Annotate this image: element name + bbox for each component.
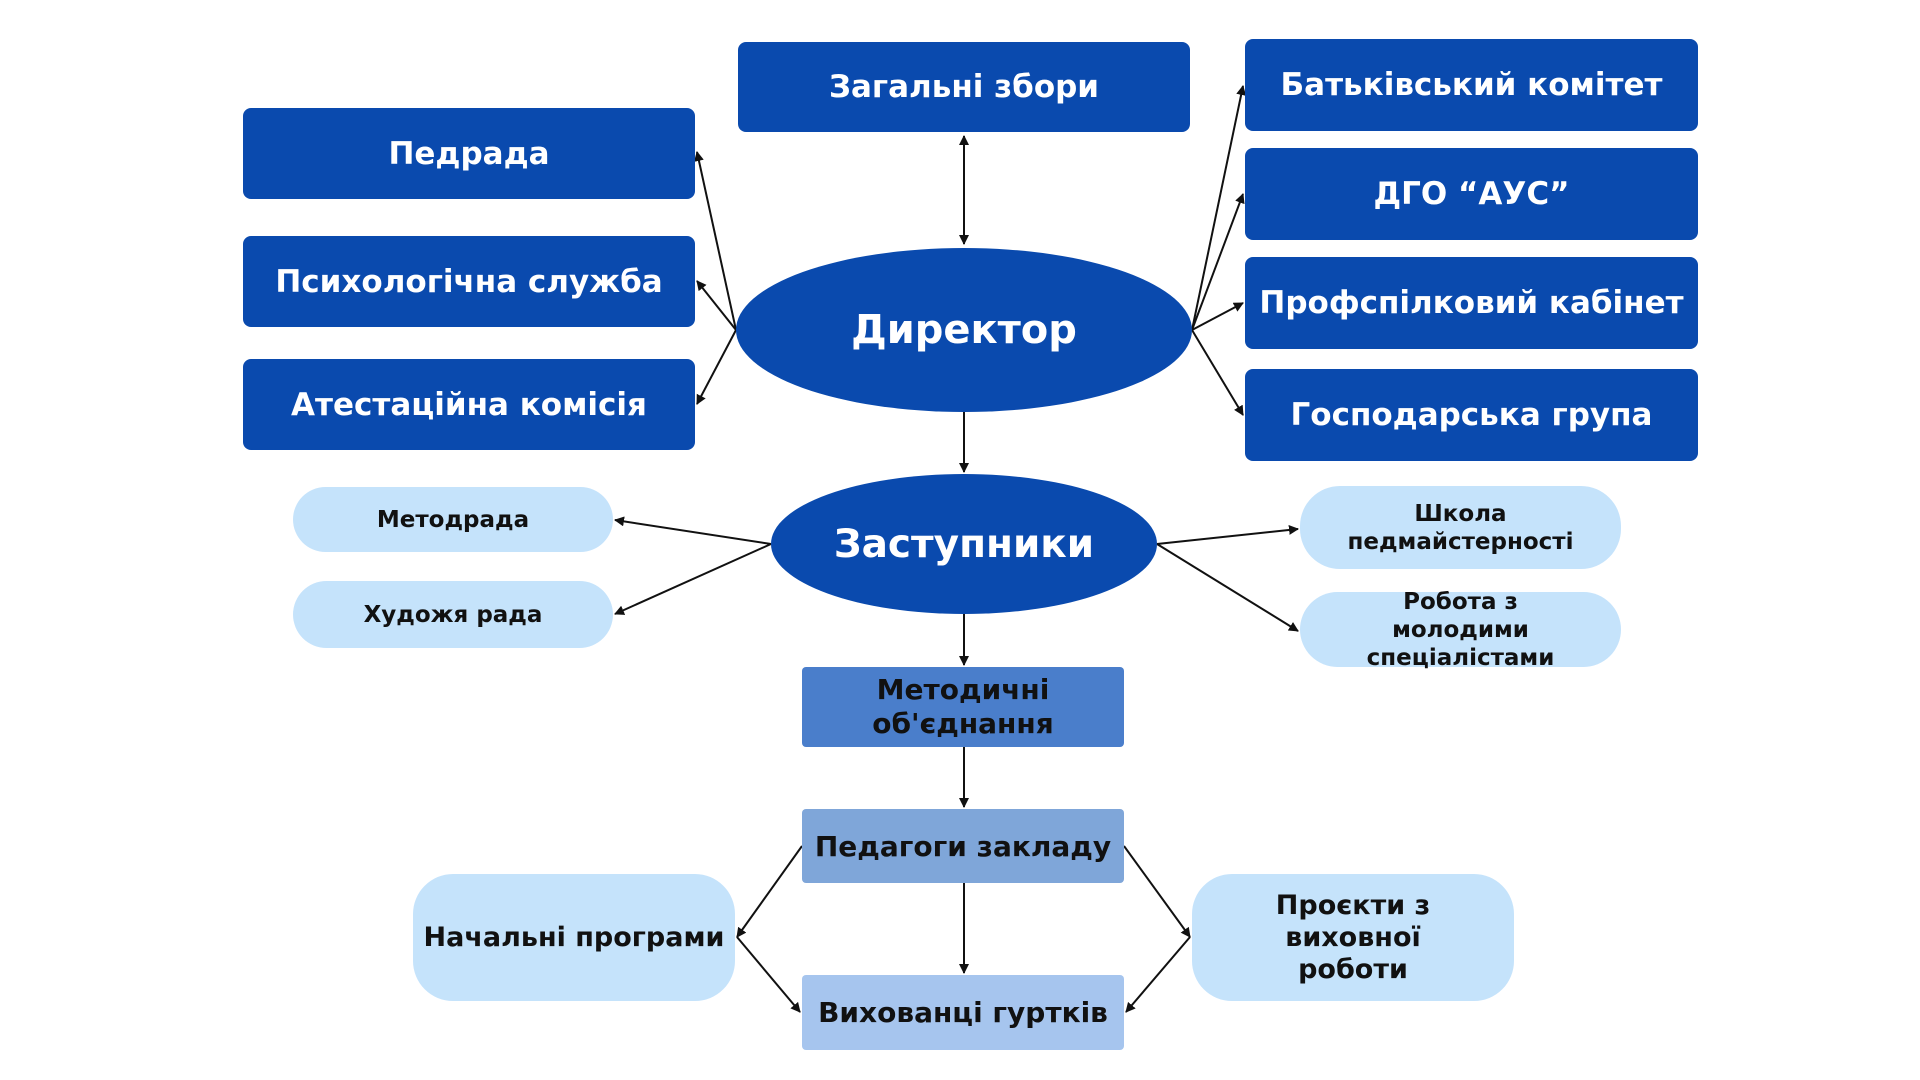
art-council-node[interactable]: Художя рада xyxy=(293,581,613,648)
psych-service-label: Психологічна служба xyxy=(275,263,663,300)
connector-director-to-parents xyxy=(1191,85,1247,331)
connector-teachers-to-programs xyxy=(736,845,803,938)
pedrada-node[interactable]: Педрада xyxy=(243,108,695,199)
connector-director-to-dgo xyxy=(1191,193,1245,331)
connector-director-to-pedrada xyxy=(694,151,737,331)
projects-node[interactable]: Проєкти з виховної роботи xyxy=(1192,874,1514,1001)
metodrada-node[interactable]: Методрада xyxy=(293,487,613,552)
director-label: Директор xyxy=(851,307,1077,353)
connector-projects-to-pupils xyxy=(1125,936,1191,1013)
union-cabinet-label: Профспілковий кабінет xyxy=(1259,285,1684,321)
psych-service-node[interactable]: Психологічна служба xyxy=(243,236,695,327)
programs-node[interactable]: Начальні програми xyxy=(413,874,735,1001)
mastery-school-label: Школа педмайстерності xyxy=(1347,500,1574,555)
connector-director-to-union xyxy=(1191,302,1244,331)
connector-deputies-to-metodrada xyxy=(614,516,772,545)
attestation-label: Атестаційна комісія xyxy=(291,386,647,423)
attestation-node[interactable]: Атестаційна комісія xyxy=(243,359,695,450)
dgo-aus-node[interactable]: ДГО “АУС” xyxy=(1245,148,1698,240)
connector-teachers-to-projects xyxy=(1123,845,1191,938)
union-cabinet-node[interactable]: Профспілковий кабінет xyxy=(1245,257,1698,349)
connector-deputies-to-mastery xyxy=(1156,524,1299,545)
maintenance-label: Господарська група xyxy=(1290,397,1653,433)
connector-director-to-psych xyxy=(696,280,737,331)
projects-label: Проєкти з виховної роботи xyxy=(1275,889,1431,985)
director-node[interactable]: Директор xyxy=(736,248,1192,412)
art-council-label: Художя рада xyxy=(363,601,543,628)
connector-programs-to-pupils xyxy=(736,936,801,1013)
young-specialists-node[interactable]: Робота з молодими спеціалістами xyxy=(1300,589,1621,671)
teachers-label: Педагоги закладу xyxy=(814,829,1112,863)
connector-director-to-maintenance xyxy=(1191,329,1244,416)
method-associations-label: Методичні об'єднання xyxy=(872,673,1054,740)
connector-deputies-to-young xyxy=(1156,543,1299,632)
club-pupils-node[interactable]: Вихованці гуртків xyxy=(802,975,1124,1050)
connector-director-to-attestation xyxy=(696,329,737,405)
general-assembly-node[interactable]: Загальні збори xyxy=(738,42,1190,132)
deputies-node[interactable]: Заступники xyxy=(771,474,1157,614)
general-assembly-label: Загальні збори xyxy=(828,69,1100,105)
parents-committee-node[interactable]: Батьківський комітет xyxy=(1245,39,1698,131)
parents-committee-label: Батьківський комітет xyxy=(1280,67,1663,103)
maintenance-node[interactable]: Господарська група xyxy=(1245,369,1698,461)
method-associations-node[interactable]: Методичні об'єднання xyxy=(802,667,1124,747)
metodrada-label: Методрада xyxy=(376,506,530,533)
club-pupils-label: Вихованці гуртків xyxy=(818,996,1108,1029)
pedrada-label: Педрада xyxy=(388,135,550,172)
young-specialists-label: Робота з молодими спеціалістами xyxy=(1366,588,1555,671)
deputies-label: Заступники xyxy=(833,521,1095,567)
programs-label: Начальні програми xyxy=(423,921,725,953)
mastery-school-node[interactable]: Школа педмайстерності xyxy=(1300,486,1621,569)
connector-deputies-to-art-council xyxy=(614,543,772,615)
dgo-aus-label: ДГО “АУС” xyxy=(1373,176,1570,212)
teachers-node[interactable]: Педагоги закладу xyxy=(802,809,1124,883)
